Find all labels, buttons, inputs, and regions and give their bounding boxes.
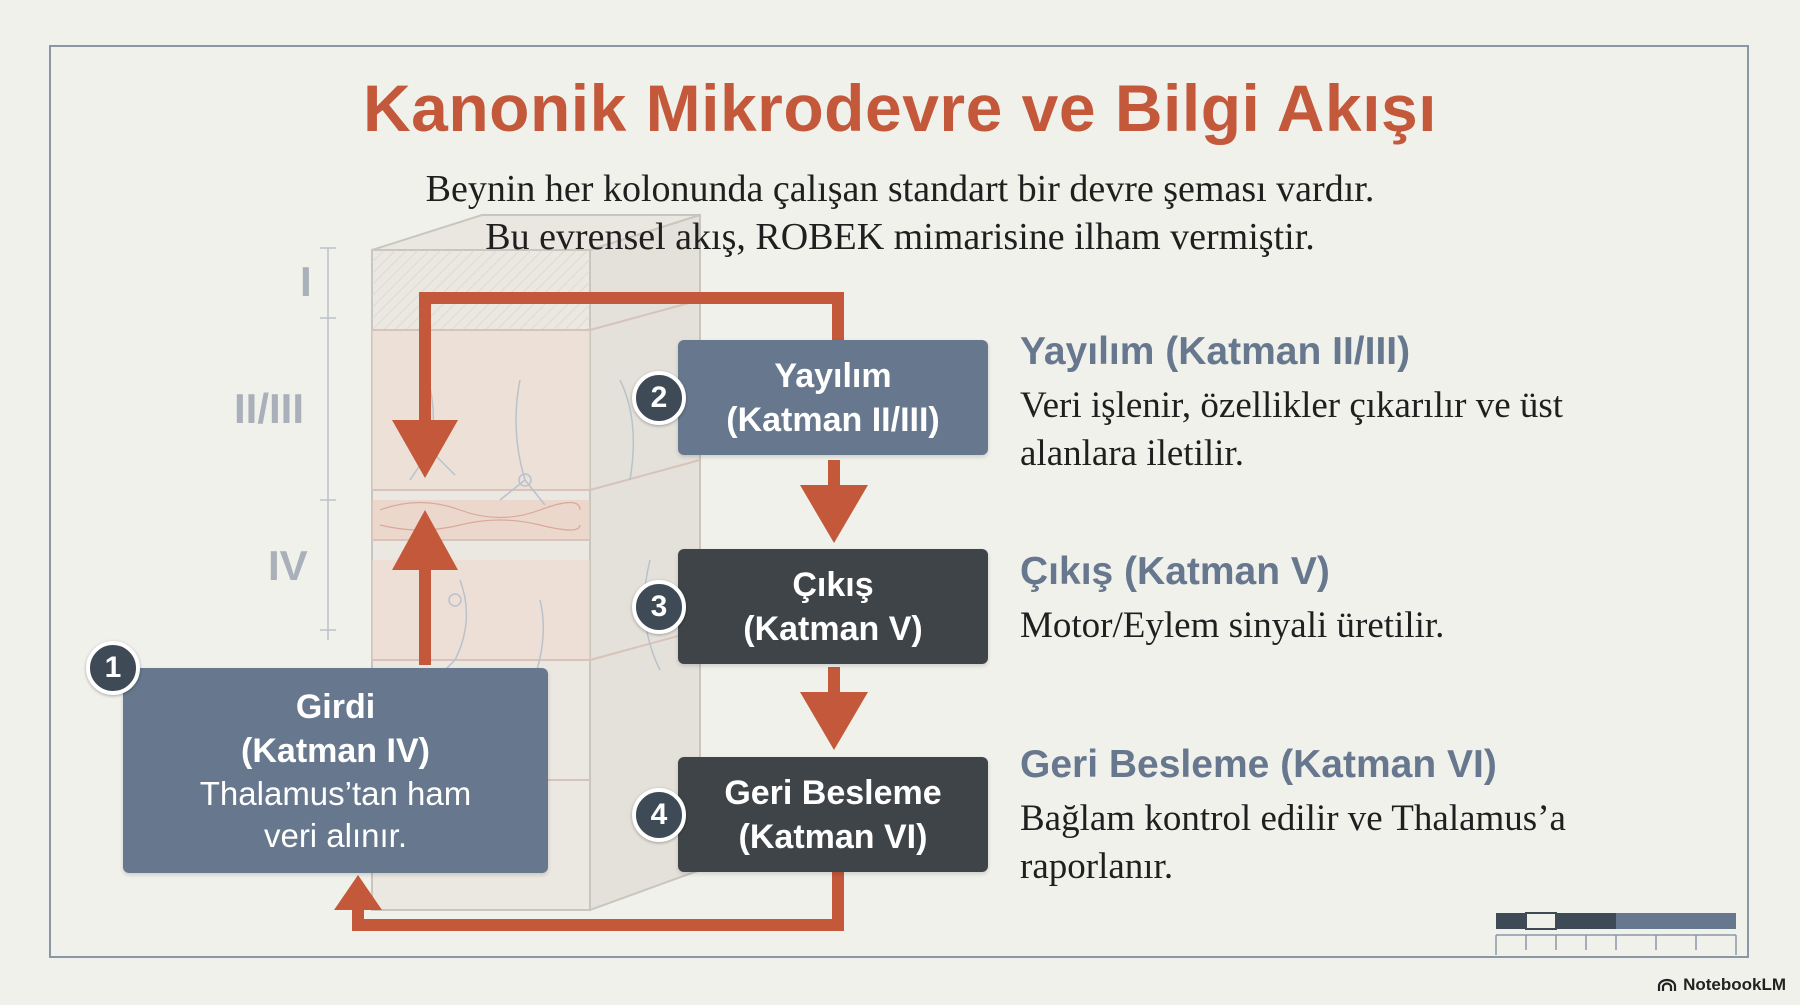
subtitle-line-2: Bu evrensel akış, ROBEK mimarisine ilham… bbox=[485, 216, 1315, 258]
layer-label-iv: IV bbox=[268, 542, 308, 589]
step-2-layer: (Katman II/III) bbox=[726, 400, 940, 439]
description-title: Yayılım (Katman II/III) bbox=[1020, 330, 1411, 373]
arrow-heads bbox=[334, 420, 868, 910]
arrow-head-down-left bbox=[392, 420, 458, 478]
logo-text: NotebookLM bbox=[1683, 975, 1786, 994]
description-title: Çıkış (Katman V) bbox=[1020, 550, 1330, 593]
notebooklm-icon bbox=[1657, 978, 1677, 991]
arrow-head-up-left bbox=[392, 510, 458, 570]
step-4-title: Geri Besleme bbox=[724, 773, 942, 812]
subtitle-line-1: Beynin her kolonunda çalışan standart bi… bbox=[425, 168, 1375, 210]
step-1-desc-line-1: Thalamus’tan ham bbox=[199, 774, 472, 812]
step-badge-4: 4 bbox=[632, 788, 686, 842]
step-1-desc-line-2: veri alınır. bbox=[263, 816, 408, 854]
step-1-title: Girdi bbox=[295, 687, 376, 726]
step-badge-2: 2 bbox=[632, 371, 686, 425]
page-title: Kanonik Mikrodevre ve Bilgi Akışı bbox=[362, 71, 1438, 145]
description-title: Geri Besleme (Katman VI) bbox=[1020, 743, 1497, 786]
description-text: Motor/Eylem sinyali üretilir. bbox=[1020, 605, 1445, 646]
step-badge-1: 1 bbox=[86, 641, 140, 695]
layer-label-i: I bbox=[300, 258, 312, 305]
step-box-feedback: Geri Besleme (Katman VI) bbox=[678, 757, 988, 872]
arrow-head-up-bottom bbox=[334, 875, 382, 910]
step-4-layer: (Katman VI) bbox=[738, 817, 928, 856]
description-propagation: Yayılım (Katman II/III) Veri işlenir, öz… bbox=[1020, 330, 1680, 478]
description-output: Çıkış (Katman V) Motor/Eylem sinyali üre… bbox=[1020, 550, 1680, 650]
description-text: Veri işlenir, özellikler çıkarılır ve üs… bbox=[1020, 385, 1564, 474]
scale-bar bbox=[1495, 912, 1737, 955]
notebooklm-logo: NotebookLM bbox=[1657, 975, 1786, 995]
layer-label-ii-iii: II/III bbox=[234, 385, 305, 432]
arrow-head-down-1 bbox=[800, 485, 868, 543]
arrow-head-down-2 bbox=[800, 692, 868, 750]
step-box-input: Girdi (Katman IV) Thalamus’tan ham veri … bbox=[123, 668, 548, 873]
step-badge-3: 3 bbox=[632, 580, 686, 634]
step-1-layer: (Katman IV) bbox=[241, 731, 430, 770]
subtitle: Beynin her kolonunda çalışan standart bi… bbox=[0, 165, 1800, 261]
diagram-frame bbox=[49, 45, 1749, 958]
step-3-title: Çıkış bbox=[792, 565, 874, 604]
layer-scale bbox=[320, 247, 336, 640]
step-2-title: Yayılım bbox=[774, 356, 892, 395]
step-box-output: Çıkış (Katman V) bbox=[678, 549, 988, 664]
description-text: Bağlam kontrol edilir ve Thalamus’a rapo… bbox=[1020, 798, 1566, 887]
step-box-propagation: Yayılım (Katman II/III) bbox=[678, 340, 988, 455]
step-3-layer: (Katman V) bbox=[743, 609, 923, 648]
description-feedback: Geri Besleme (Katman VI) Bağlam kontrol … bbox=[1020, 743, 1680, 891]
